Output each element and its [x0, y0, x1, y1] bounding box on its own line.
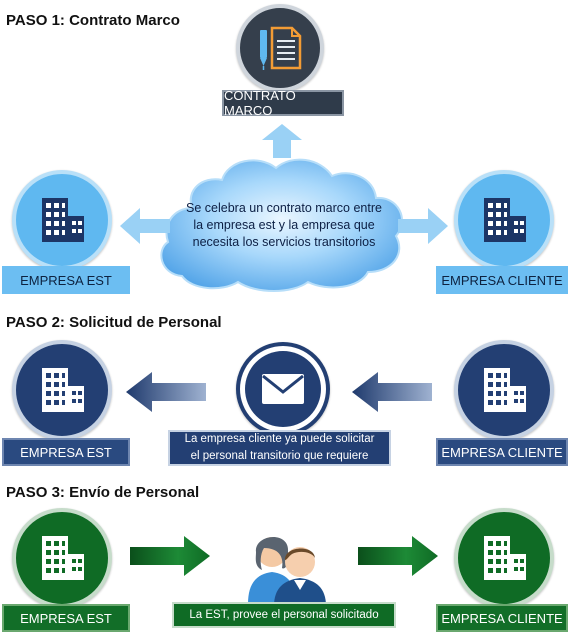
provide-message: La EST, provee el personal solicitado: [172, 602, 396, 628]
step3-title: PASO 3: Envío de Personal: [6, 484, 200, 501]
building-icon: [42, 368, 84, 412]
arrow-left-icon: [126, 372, 206, 412]
building-icon: [484, 198, 526, 242]
cliente-circle-step3: [454, 508, 554, 608]
arrow-left-icon: [120, 208, 170, 244]
building-icon: [42, 198, 84, 242]
est-label-step2: EMPRESA EST: [2, 438, 130, 466]
cloud-text: Se celebra un contrato marco entre la em…: [186, 201, 382, 249]
request-message: La empresa cliente ya puede solicitar el…: [168, 430, 391, 466]
contract-circle: [236, 4, 324, 92]
building-icon: [484, 368, 526, 412]
cliente-circle-step1: [454, 170, 554, 270]
arrow-up-icon: [262, 124, 302, 158]
building-icon: [484, 536, 526, 580]
arrow-left-icon: [352, 372, 432, 412]
est-circle-step3: [12, 508, 112, 608]
envelope-circle: [236, 342, 330, 436]
arrow-right-icon: [130, 536, 210, 576]
step2-title: PASO 2: Solicitud de Personal: [6, 314, 222, 331]
cliente-label-step1: EMPRESA CLIENTE: [436, 266, 568, 294]
cliente-label-step2: EMPRESA CLIENTE: [436, 438, 568, 466]
cliente-label-step3: EMPRESA CLIENTE: [436, 604, 568, 632]
est-label-step3: EMPRESA EST: [2, 604, 130, 632]
step1-title: PASO 1: Contrato Marco: [6, 12, 180, 29]
arrow-right-icon: [358, 536, 438, 576]
envelope-icon: [262, 374, 304, 404]
cloud-shape: [160, 158, 403, 292]
building-icon: [42, 536, 84, 580]
arrow-right-icon: [398, 208, 448, 244]
est-label-step1: EMPRESA EST: [2, 266, 130, 294]
document-pen-icon: [260, 26, 302, 70]
est-circle-step1: [12, 170, 112, 270]
people-icon: [248, 536, 326, 606]
est-circle-step2: [12, 340, 112, 440]
cliente-circle-step2: [454, 340, 554, 440]
contract-label: CONTRATO MARCO: [222, 88, 344, 118]
